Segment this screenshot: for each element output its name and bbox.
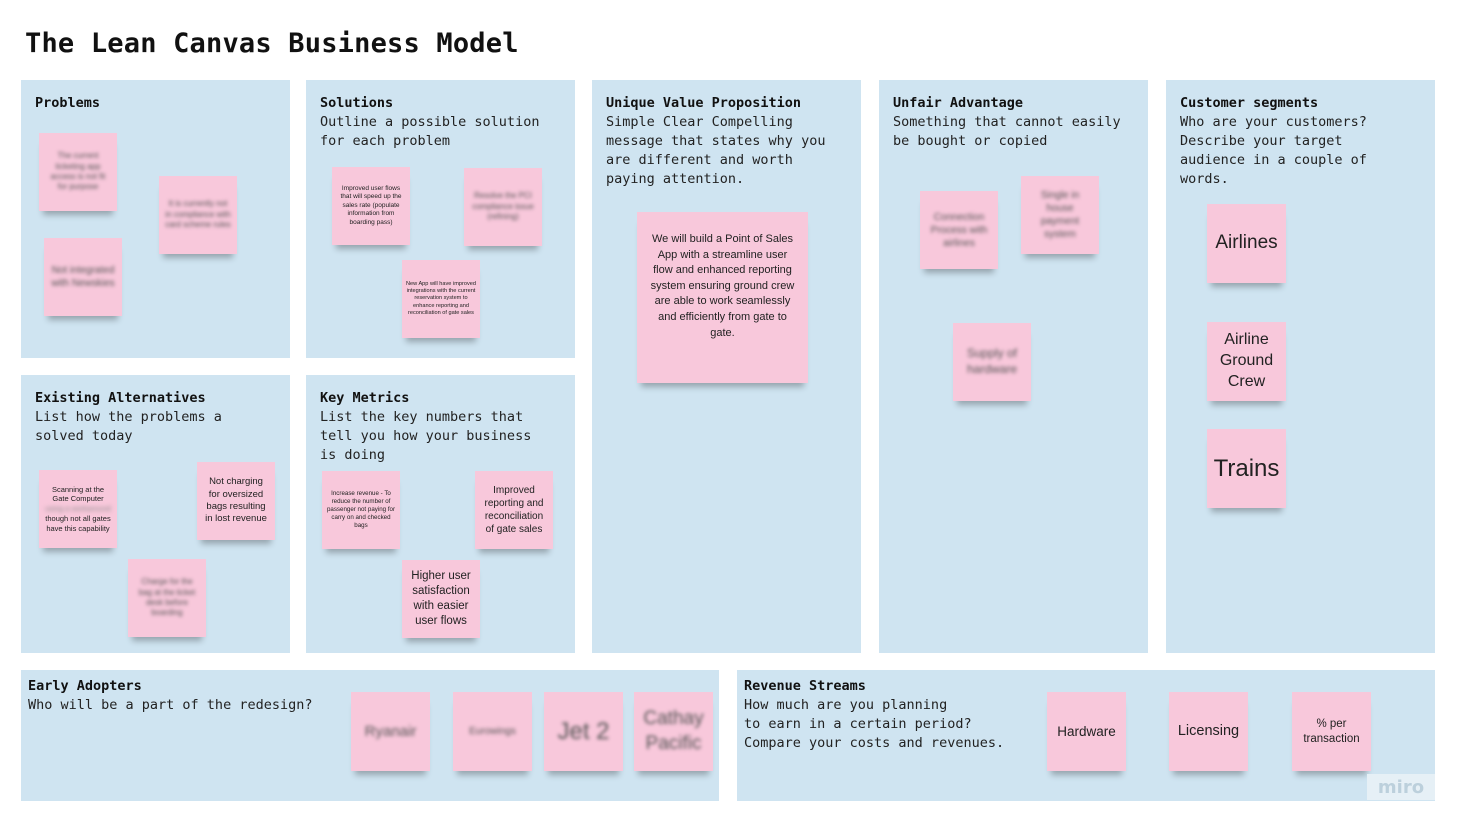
sticky-note[interactable]: Higher user satisfaction with easier use…	[402, 560, 480, 638]
panel-description: Simple Clear Compelling message that sta…	[606, 114, 826, 187]
sticky-note[interactable]: Not charging for oversized bags resultin…	[197, 462, 275, 540]
sticky-note-text: Airlines	[1215, 232, 1278, 254]
sticky-note-text: Single in house payment system	[1040, 190, 1080, 240]
sticky-note[interactable]: Scanning at the Gate Computer using a wo…	[39, 470, 117, 548]
panel-heading: Problems	[35, 95, 101, 111]
sticky-note[interactable]: Trains	[1207, 429, 1286, 508]
panel-heading: Customer segments	[1180, 95, 1319, 111]
sticky-note[interactable]: Single in house payment system	[1021, 176, 1099, 254]
sticky-note-text: Improved user flows that will speed up t…	[340, 184, 402, 226]
sticky-note[interactable]: New App will have improved integrations …	[402, 260, 480, 338]
sticky-note[interactable]: % per transaction	[1292, 692, 1371, 771]
sticky-note[interactable]: Hardware	[1047, 692, 1126, 771]
sticky-note-text: though not all gates have this capabilit…	[45, 513, 111, 533]
sticky-note[interactable]: The current ticketing app access is not …	[39, 133, 117, 211]
sticky-note[interactable]: Improved reporting and reconciliation of…	[475, 471, 553, 549]
sticky-note[interactable]: Airline Ground Crew	[1207, 322, 1286, 401]
sticky-note[interactable]: Charge for the bag at the ticket desk be…	[128, 559, 206, 637]
sticky-note-text: Hardware	[1057, 723, 1116, 739]
panel-description: Who are your customers? Describe your ta…	[1180, 114, 1367, 187]
panel-heading: Solutions	[320, 95, 394, 111]
panel-heading: Key Metrics	[320, 390, 410, 406]
sticky-note-text: Higher user satisfaction with easier use…	[411, 570, 471, 627]
miro-logo: miro	[1367, 774, 1435, 800]
sticky-note[interactable]: Jet 2	[544, 692, 623, 771]
panel-heading: Existing Alternatives	[35, 390, 206, 406]
panel-description: How much are you planning to earn in a c…	[744, 697, 1005, 751]
panel-heading: Unfair Advantage	[893, 95, 1024, 111]
sticky-note[interactable]: We will build a Point of Sales App with …	[637, 212, 808, 383]
sticky-note[interactable]: Resolve the PCI compliance issue (refini…	[464, 168, 542, 246]
sticky-note[interactable]: Connection Process with airlines	[920, 191, 998, 269]
panel-heading: Unique Value Proposition	[606, 95, 802, 111]
panel-problems[interactable]: Problems	[21, 80, 290, 358]
sticky-note-text: New App will have improved integrations …	[406, 280, 476, 316]
panel-heading: Early Adopters	[28, 678, 142, 694]
sticky-note-text: Cathay Pacific	[643, 707, 704, 754]
panel-description: Outline a possible solution for each pro…	[320, 114, 540, 149]
panel-description: List the key numbers that tell you how y…	[320, 409, 532, 463]
sticky-note-text: The current ticketing app access is not …	[50, 151, 106, 192]
sticky-note[interactable]: Not integrated with Newskies	[44, 238, 122, 316]
sticky-note-text: Increase revenue - To reduce the number …	[326, 489, 396, 530]
sticky-note-text: Connection Process with airlines	[930, 211, 988, 249]
sticky-note[interactable]: It is currently not in compliance with c…	[159, 176, 237, 254]
sticky-note[interactable]: Improved user flows that will speed up t…	[332, 167, 410, 245]
panel-description: Who will be a part of the redesign?	[28, 697, 313, 713]
sticky-note[interactable]: Cathay Pacific	[634, 692, 713, 771]
sticky-note-text: Not charging for oversized bags resultin…	[205, 476, 267, 525]
panel-description: List how the problems a solved today	[35, 409, 222, 444]
sticky-note[interactable]: Eurowings	[453, 692, 532, 771]
sticky-note-text: Licensing	[1177, 723, 1240, 740]
sticky-note-text: Airline Ground Crew	[1219, 331, 1274, 390]
sticky-note-text: Trains	[1213, 454, 1280, 482]
sticky-note-text: Scanning at the Gate Computer	[51, 484, 105, 504]
sticky-note[interactable]: Airlines	[1207, 204, 1286, 283]
sticky-note-text: Resolve the PCI compliance issue (refini…	[472, 191, 534, 222]
sticky-note-text: Not integrated with Newskies	[51, 265, 115, 289]
sticky-note[interactable]: Ryanair	[351, 692, 430, 771]
page-title: The Lean Canvas Business Model	[25, 28, 519, 59]
sticky-note[interactable]: Increase revenue - To reduce the number …	[322, 471, 400, 549]
sticky-note-text: Ryanair	[364, 722, 417, 740]
sticky-note-redacted-text: using a workaround	[45, 504, 111, 514]
sticky-note-text: Charge for the bag at the ticket desk be…	[138, 577, 196, 618]
panel-description: Something that cannot easily be bought o…	[893, 114, 1121, 149]
panel-heading: Revenue Streams	[744, 678, 866, 694]
sticky-note[interactable]: Licensing	[1169, 692, 1248, 771]
sticky-note-text: Supply of hardware	[966, 346, 1018, 376]
sticky-note-text: It is currently not in compliance with c…	[165, 199, 231, 230]
sticky-note-text: We will build a Point of Sales App with …	[650, 233, 795, 339]
sticky-note-text: % per transaction	[1303, 717, 1360, 745]
sticky-note-text: Improved reporting and reconciliation of…	[484, 485, 544, 535]
sticky-note-text: Eurowings	[469, 726, 516, 737]
sticky-note[interactable]: Supply of hardware	[953, 323, 1031, 401]
sticky-note-text: Jet 2	[557, 717, 610, 745]
